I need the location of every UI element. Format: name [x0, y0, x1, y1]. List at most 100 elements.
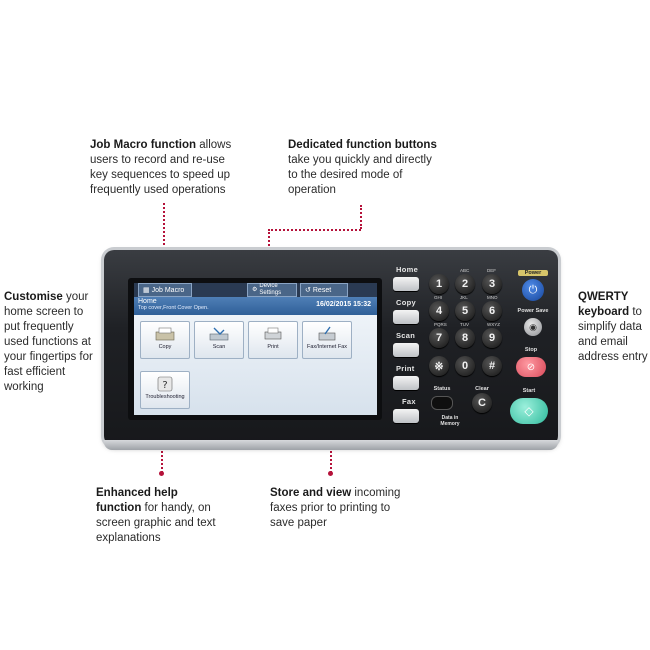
fax-icon — [318, 326, 336, 341]
callout-customise: Customise your home screen to put freque… — [4, 290, 94, 395]
function-troubleshooting[interactable]: ? Troubleshooting — [140, 371, 190, 409]
callout-dedicated-text: take you quickly and directly to the des… — [288, 154, 432, 196]
device-settings-icon: ⚙ — [252, 286, 258, 293]
clear-label: Clear — [475, 386, 489, 392]
callout-customise-title: Customise — [4, 291, 63, 303]
key-6[interactable]: 6 — [482, 301, 502, 321]
job-macro-icon: ▦ — [143, 287, 150, 294]
leader-dedicated-vertical — [360, 205, 362, 229]
key-hash[interactable]: # — [482, 356, 502, 376]
key-2[interactable]: 2 — [455, 274, 475, 294]
start-label: Start — [522, 388, 536, 394]
screen-datetime: 16/02/2015 15:32 — [316, 301, 371, 308]
function-copy[interactable]: Copy — [140, 321, 190, 359]
function-copy-label: Copy — [158, 344, 172, 350]
function-print[interactable]: Print — [248, 321, 298, 359]
key-label: 3 — [488, 278, 496, 290]
key-3[interactable]: 3 — [482, 274, 502, 294]
home-button[interactable] — [393, 277, 419, 291]
stop-button[interactable]: ⊘ — [516, 357, 546, 377]
tab-job-macro-label: Job Macro — [151, 286, 185, 294]
clear-icon: C — [478, 397, 486, 409]
data-in-memory-label: Data in Memory — [440, 415, 460, 427]
callout-store-text: incoming faxes prior to printing to save… — [270, 487, 401, 529]
key-9[interactable]: 9 — [482, 328, 502, 348]
power-save-label: Power Save — [517, 308, 549, 314]
scan-button[interactable] — [393, 343, 419, 357]
tab-device-settings-label: Device Settings — [259, 283, 282, 296]
key-letters: MNO — [487, 295, 498, 300]
tab-device-settings[interactable]: ⚙Device Settings — [247, 283, 297, 297]
key-label: # — [488, 360, 496, 372]
stop-label: Stop — [524, 347, 538, 353]
key-letters: DEF — [487, 268, 496, 273]
clear-button[interactable]: C — [472, 393, 492, 413]
callout-dedicated-title: Dedicated function buttons — [288, 139, 437, 151]
power-label: Power — [518, 270, 548, 276]
key-8[interactable]: 8 — [455, 328, 475, 348]
power-icon: ⏻ — [528, 283, 538, 296]
tab-reset-label: Reset — [312, 286, 332, 294]
key-letters: PQRS — [434, 322, 447, 327]
key-letters: TUV — [460, 322, 469, 327]
leader-store-end — [328, 471, 333, 476]
svg-text:?: ? — [162, 380, 167, 391]
side-label-home: Home — [396, 265, 419, 274]
power-button[interactable]: ⏻ — [522, 279, 544, 301]
copy-button[interactable] — [393, 310, 419, 324]
callout-job-macro: Job Macro function allows users to recor… — [90, 138, 240, 198]
side-label-print: Print — [396, 364, 415, 373]
function-print-label: Print — [267, 344, 279, 350]
print-icon — [264, 327, 282, 340]
touchscreen[interactable]: ▦Job Macro ⚙Device Settings ↺Reset Home … — [134, 283, 377, 415]
key-4[interactable]: 4 — [429, 301, 449, 321]
print-button[interactable] — [393, 376, 419, 390]
leader-help-end — [159, 471, 164, 476]
tab-reset[interactable]: ↺Reset — [300, 283, 348, 297]
fax-button[interactable] — [393, 409, 419, 423]
callout-store-title: Store and view — [270, 487, 352, 499]
key-label: ※ — [434, 360, 444, 373]
function-scan[interactable]: Scan — [194, 321, 244, 359]
key-letters: JKL — [460, 295, 468, 300]
key-1[interactable]: 1 — [429, 274, 449, 294]
key-letters: ABC — [460, 268, 470, 273]
home-status: Top cover,Front Cover Open. — [138, 305, 209, 311]
function-fax[interactable]: Fax/Internet Fax — [302, 321, 352, 359]
key-7[interactable]: 7 — [429, 328, 449, 348]
callout-help-text: for handy, on screen graphic and text ex… — [96, 502, 216, 544]
callout-help-title: Enhanced help function — [96, 487, 178, 514]
tab-job-macro[interactable]: ▦Job Macro — [138, 283, 192, 297]
function-troubleshooting-label: Troubleshooting — [145, 394, 185, 400]
home-header: Home Top cover,Front Cover Open. 16/02/2… — [134, 297, 377, 315]
side-label-fax: Fax — [402, 397, 416, 406]
key-5[interactable]: 5 — [455, 301, 475, 321]
callout-help: Enhanced help function for handy, on scr… — [96, 486, 226, 546]
callout-dedicated: Dedicated function buttons take you quic… — [288, 138, 438, 198]
key-asterisk[interactable]: ※ — [429, 356, 449, 376]
key-label: 1 — [435, 278, 443, 290]
key-label: 0 — [461, 360, 469, 372]
power-save-icon: ◉ — [529, 321, 537, 332]
copy-icon — [155, 327, 175, 341]
function-scan-label: Scan — [212, 344, 226, 350]
key-label: 2 — [461, 278, 469, 290]
stop-icon: ⊘ — [526, 361, 536, 373]
callout-qwerty-text: to simplify data and email address entry — [578, 306, 648, 363]
side-label-copy: Copy — [396, 298, 416, 307]
callout-qwerty-title: QWERTY keyboard — [578, 291, 630, 318]
callout-job-macro-title: Job Macro function — [90, 139, 197, 151]
start-button[interactable]: ◇ — [510, 398, 548, 424]
key-label: 7 — [435, 332, 443, 344]
key-label: 8 — [461, 332, 469, 344]
leader-job-macro — [163, 203, 165, 285]
key-0[interactable]: 0 — [455, 356, 475, 376]
home-title: Home — [138, 298, 157, 305]
callout-qwerty: QWERTY keyboard to simplify data and ema… — [578, 290, 650, 365]
callout-job-macro-text: allows users to record and re-use key se… — [90, 139, 232, 196]
key-label: 6 — [488, 305, 496, 317]
key-label: 4 — [435, 305, 443, 317]
status-button[interactable] — [431, 396, 453, 410]
power-save-button[interactable]: ◉ — [524, 318, 542, 336]
key-label: 5 — [461, 305, 469, 317]
